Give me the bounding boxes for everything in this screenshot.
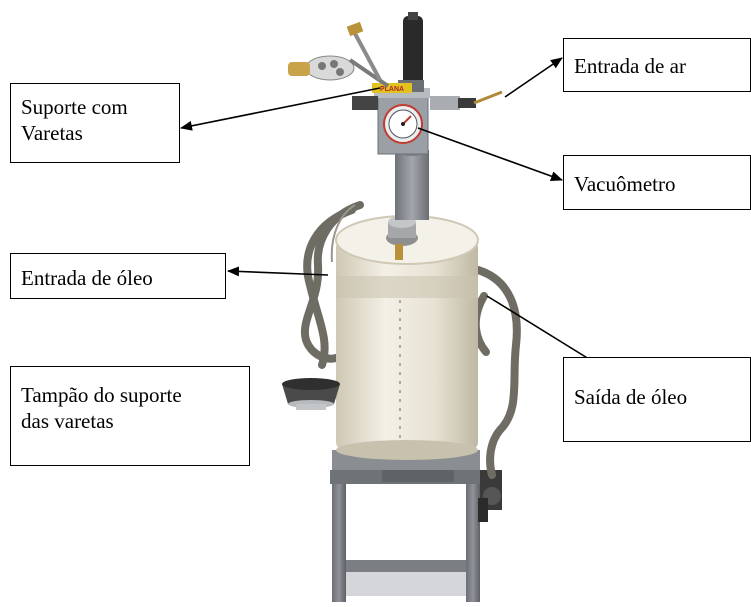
label-entrada-de-ar-text: Entrada de ar <box>574 54 686 78</box>
arrow-vacuometro <box>417 127 563 181</box>
label-suporte-com-varetas: Suporte com Varetas <box>10 83 180 163</box>
label-entrada-oleo-text: Entrada de óleo <box>21 266 153 290</box>
pump-handle <box>398 12 424 92</box>
valves <box>352 90 503 110</box>
label-vacuometro-text: Vacuômetro <box>574 172 676 196</box>
label-saida-oleo-text: Saída de óleo <box>574 385 688 409</box>
stand <box>330 450 480 602</box>
brand-plate: PLANA <box>372 83 412 93</box>
crank-handle <box>478 470 502 522</box>
brand-plate-text: PLANA <box>380 86 404 93</box>
label-tampao-text: Tampão do suporte das varetas <box>21 383 182 434</box>
oil-tank <box>335 215 479 460</box>
label-saida-de-oleo: Saída de óleo <box>563 357 751 442</box>
arrow-entrada-ar <box>504 57 563 98</box>
label-tampao-do-suporte: Tampão do suporte das varetas <box>10 366 250 466</box>
gauge-housing <box>374 88 430 155</box>
label-suporte-text: Suporte com Varetas <box>21 95 128 146</box>
label-entrada-de-ar: Entrada de ar <box>563 38 751 92</box>
label-entrada-de-oleo: Entrada de óleo <box>10 253 226 299</box>
arrow-entrada-oleo <box>227 266 329 277</box>
arrow-suporte <box>180 87 381 131</box>
rod-holder <box>288 21 390 88</box>
label-vacuometro: Vacuômetro <box>563 155 751 210</box>
rod-holder-cap <box>282 378 340 410</box>
tank-lid-fitting <box>386 216 418 260</box>
